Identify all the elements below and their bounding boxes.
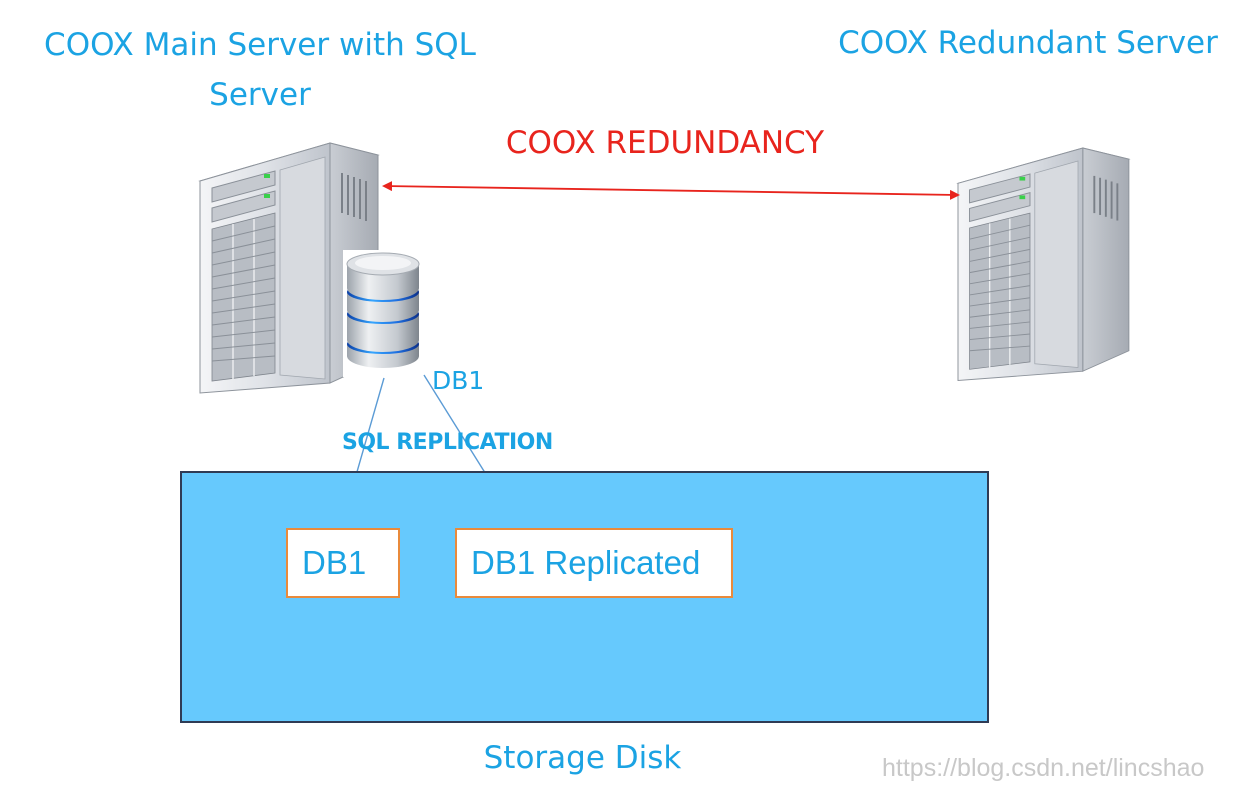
database-label: DB1 <box>432 366 485 395</box>
sql-replication-label: SQL REPLICATION <box>342 430 553 455</box>
storage-disk-label: Storage Disk <box>483 740 682 776</box>
redundant-server-icon <box>957 147 1130 382</box>
watermark: https://blog.csdn.net/lincshao <box>882 754 1205 782</box>
db1-box: DB1 <box>286 528 400 598</box>
redundant-server-title: COOX Redundant Server <box>838 25 1218 61</box>
database-icon <box>343 250 423 377</box>
redundancy-label: COOX REDUNDANCY <box>505 125 825 161</box>
db1-replicated-box: DB1 Replicated <box>455 528 733 598</box>
redundancy-arrow <box>382 181 960 200</box>
main-server-title: COOX Main Server with SQL Server <box>44 27 476 113</box>
